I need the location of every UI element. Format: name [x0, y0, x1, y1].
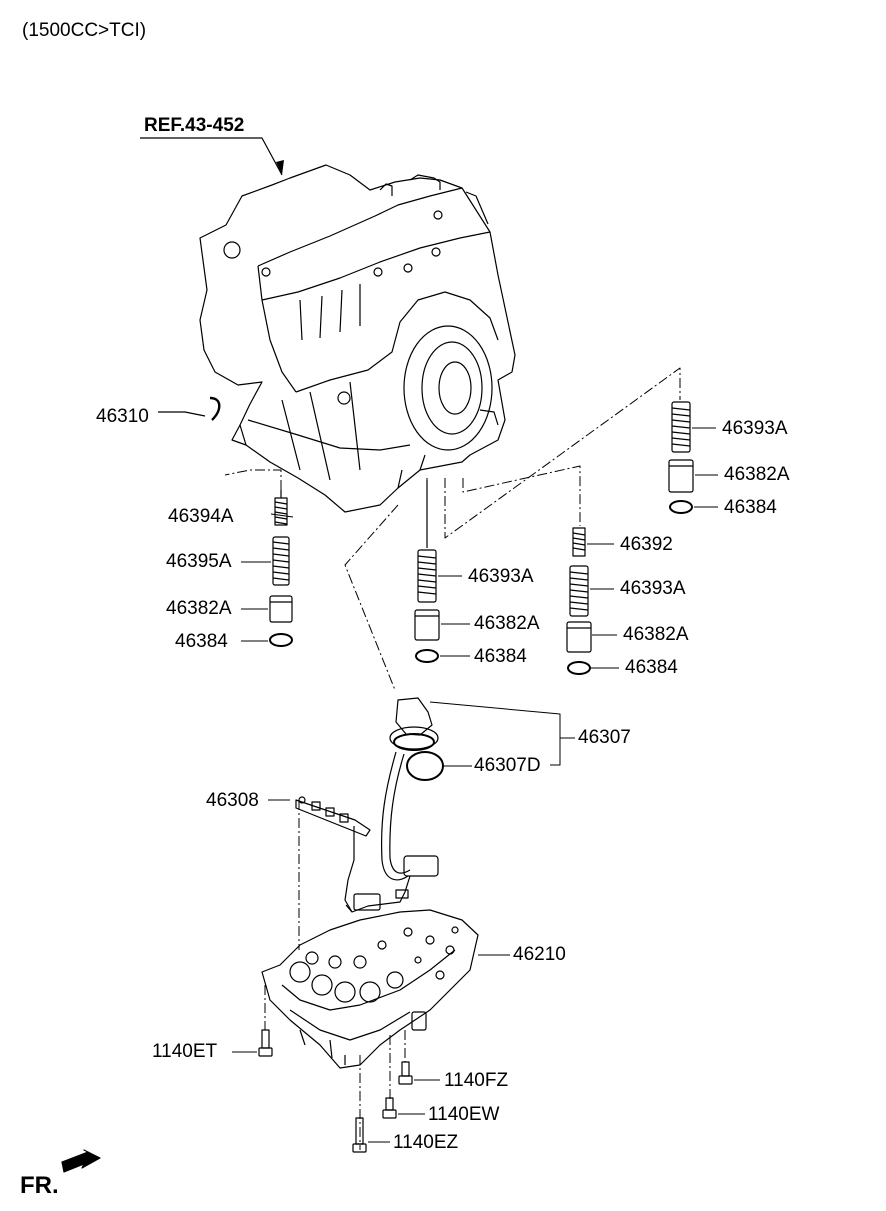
part-label-46395A[interactable]: 46395A: [166, 551, 232, 572]
clip-46310-drawing: [209, 396, 221, 421]
center-right-valve-stack: [566, 527, 619, 675]
variant-header: (1500CC>TCI): [22, 20, 147, 41]
part-label-46382A-center[interactable]: 46382A: [623, 624, 689, 645]
part-label-46384-left[interactable]: 46384: [175, 631, 228, 652]
wiring-harness-drawing: [345, 697, 575, 913]
part-label-1140EZ[interactable]: 1140EZ: [393, 1132, 459, 1153]
right-valve-stack: [668, 401, 718, 514]
reference-leader: [140, 137, 283, 176]
part-label-1140EW[interactable]: 1140EW: [428, 1104, 500, 1125]
part-label-1140FZ[interactable]: 1140FZ: [444, 1070, 509, 1091]
middle-valve-stack: [414, 480, 470, 663]
part-label-46393A-right[interactable]: 46393A: [722, 418, 788, 439]
part-label-46307D[interactable]: 46307D: [474, 755, 541, 776]
front-direction-arrow-icon: [61, 1149, 101, 1173]
part-label-46310[interactable]: 46310: [96, 406, 149, 427]
part-label-46393A-middle[interactable]: 46393A: [468, 566, 534, 587]
bolts-drawing: [232, 1029, 440, 1153]
routing-lines: [224, 367, 681, 1150]
part-label-46307[interactable]: 46307: [578, 727, 631, 748]
part-label-46384-center[interactable]: 46384: [625, 657, 678, 678]
oring-46307d-drawing: [406, 751, 444, 781]
part-label-46384-middle[interactable]: 46384: [474, 646, 527, 667]
valve-body-drawing: [261, 909, 510, 1069]
part-label-46210[interactable]: 46210: [513, 944, 566, 965]
left-valve-stack: [241, 490, 294, 647]
part-label-46393A-center[interactable]: 46393A: [620, 578, 686, 599]
part-label-1140ET[interactable]: 1140ET: [152, 1041, 218, 1062]
part-label-46382A-left[interactable]: 46382A: [166, 598, 232, 619]
transmission-case-drawing: [199, 164, 516, 513]
front-direction-label: FR.: [20, 1172, 59, 1199]
part-label-46392[interactable]: 46392: [620, 534, 673, 555]
part-label-46382A-right[interactable]: 46382A: [724, 464, 790, 485]
harness-bracket-drawing: [268, 796, 381, 913]
part-label-46394A[interactable]: 46394A: [168, 506, 234, 527]
part-label-46308[interactable]: 46308: [206, 790, 259, 811]
reference-label[interactable]: REF.43-452: [144, 115, 245, 136]
part-label-46384-right[interactable]: 46384: [724, 497, 777, 518]
part-label-46382A-middle[interactable]: 46382A: [474, 613, 540, 634]
